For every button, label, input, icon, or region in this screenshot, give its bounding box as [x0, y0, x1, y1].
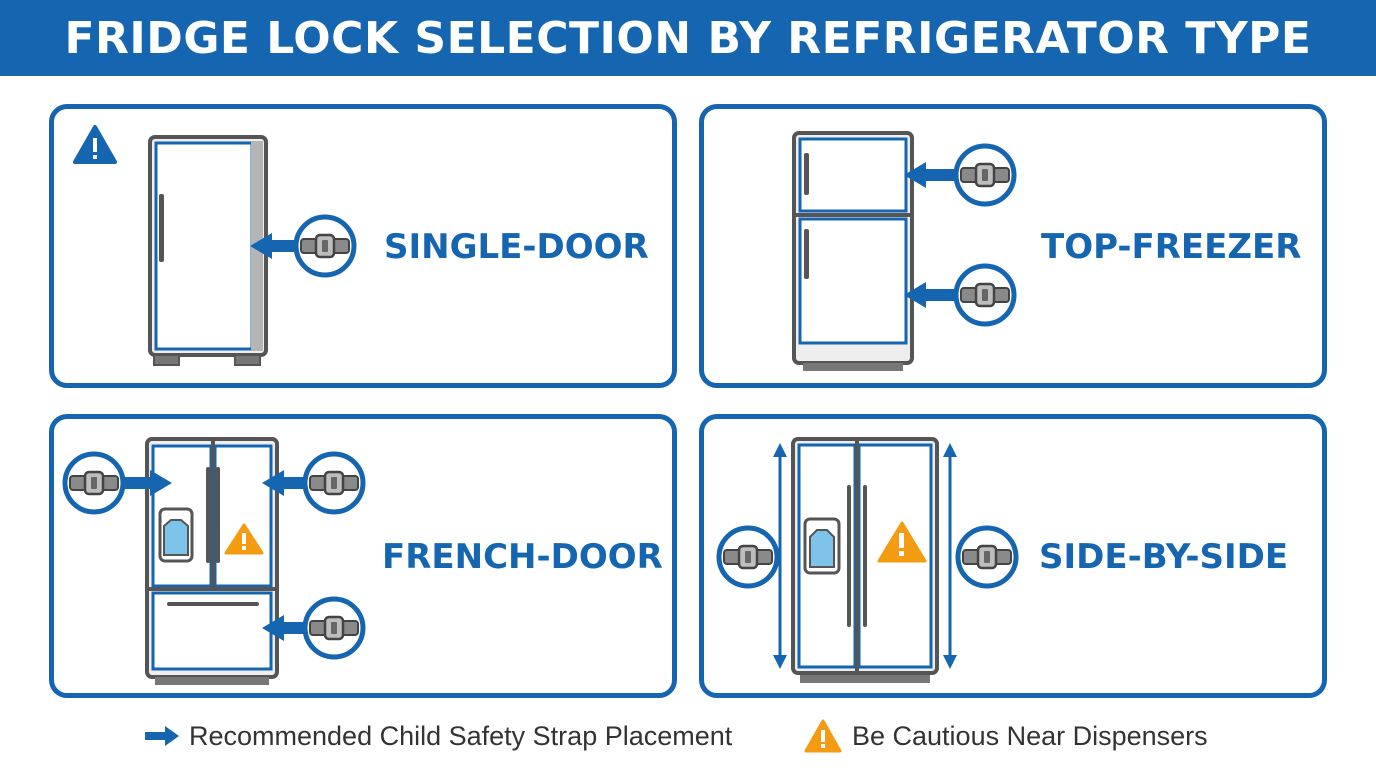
warning-icon — [804, 719, 842, 753]
legend-strap-placement: Recommended Child Safety Strap Placement — [145, 716, 732, 756]
strap-lock-icon — [719, 528, 777, 586]
arrow-left-icon — [262, 470, 310, 496]
arrow-left-icon — [250, 233, 304, 259]
panel-label-single-door: SINGLE-DOOR — [384, 227, 649, 267]
legend-label-caution: Be Cautious Near Dispensers — [852, 720, 1208, 751]
warning-icon — [224, 523, 264, 555]
french-door-fridge — [145, 437, 279, 685]
page-title: FRIDGE LOCK SELECTION BY REFRIGERATOR TY… — [64, 12, 1312, 64]
legend-label-strap-placement: Recommended Child Safety Strap Placement — [189, 720, 733, 751]
strap-lock-icon — [296, 217, 354, 275]
top-freezer-fridge — [792, 131, 914, 371]
panel-label-side-by-side: SIDE-BY-SIDE — [1039, 537, 1289, 577]
warning-icon — [877, 521, 927, 563]
panel-top-freezer: TOP-FREEZER — [699, 104, 1327, 388]
side-by-side-fridge — [791, 437, 939, 683]
water-dispenser-icon — [158, 507, 194, 563]
panel-side-by-side: SIDE-BY-SIDE — [699, 414, 1327, 698]
strap-lock-icon — [65, 454, 123, 512]
warning-icon — [73, 125, 117, 164]
panel-french-door: FRENCH-DOOR — [49, 414, 677, 698]
water-dispenser-icon — [803, 517, 841, 575]
strap-lock-icon — [956, 146, 1014, 204]
arrow-left-icon — [262, 615, 310, 641]
panel-label-french-door: FRENCH-DOOR — [382, 537, 663, 577]
arrow-right-icon — [122, 470, 172, 496]
single-door-fridge — [148, 135, 268, 366]
double-arrow-icon — [773, 443, 787, 669]
double-arrow-icon — [943, 443, 957, 669]
strap-lock-icon — [956, 266, 1014, 324]
legend-caution: Be Cautious Near Dispensers — [804, 716, 1208, 756]
arrow-right-icon — [145, 726, 179, 746]
strap-lock-icon — [958, 528, 1016, 586]
panel-single-door: SINGLE-DOOR — [49, 104, 677, 388]
arrow-left-icon — [904, 282, 958, 308]
header-banner: FRIDGE LOCK SELECTION BY REFRIGERATOR TY… — [0, 0, 1376, 76]
arrow-left-icon — [904, 162, 958, 188]
panel-label-top-freezer: TOP-FREEZER — [1041, 227, 1302, 267]
strap-lock-icon — [305, 599, 363, 657]
strap-lock-icon — [305, 454, 363, 512]
